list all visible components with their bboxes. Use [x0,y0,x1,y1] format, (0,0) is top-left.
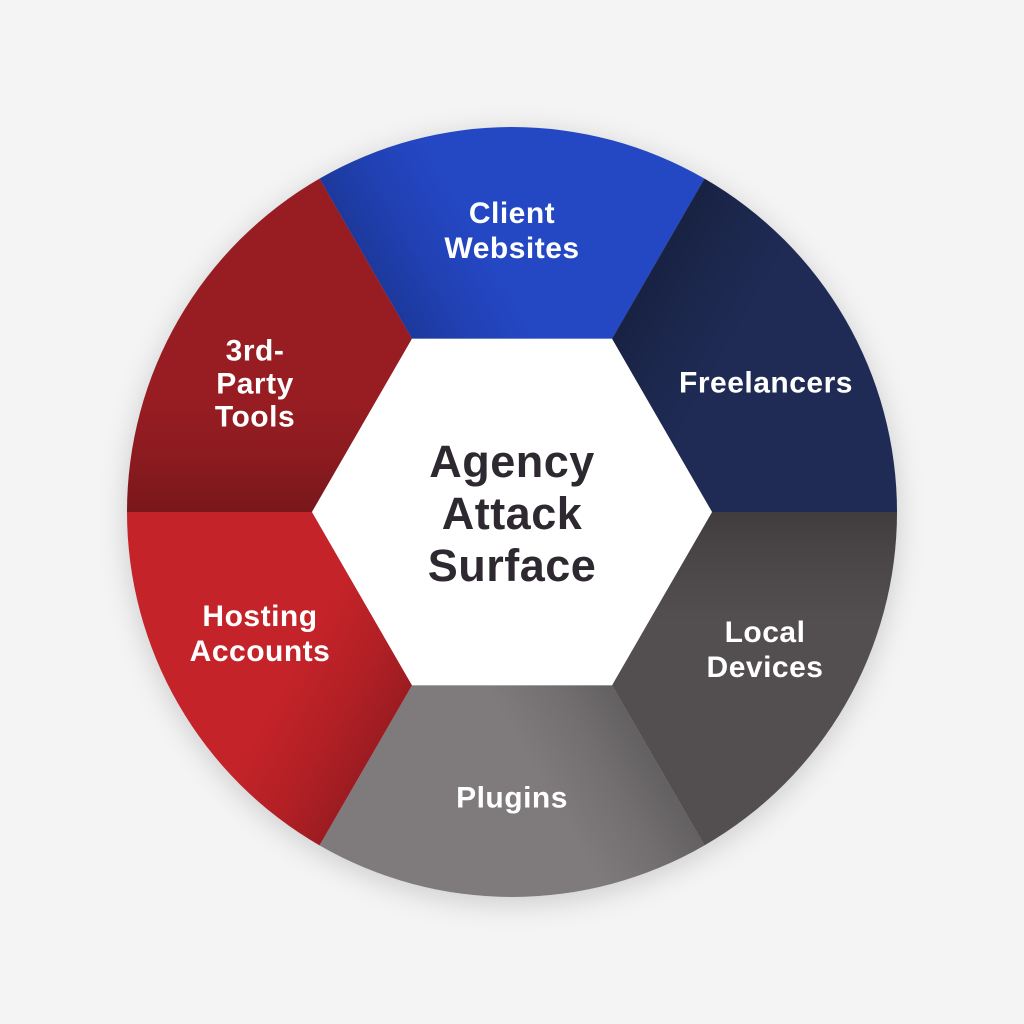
segment-label-3rd-party-tools: 3rd- Party Tools [214,334,296,434]
segment-label-local-devices: Local Devices [706,616,824,684]
segment-shadow-hosting-accounts [127,512,412,846]
center-hexagon [312,338,712,686]
segment-shadow-local-devices [612,512,897,846]
segment-shadow-3rd-party-tools [127,178,412,512]
diagram-center-title: Agency Attack Surface [427,436,597,591]
segment-label-hosting-accounts: Hosting Accounts [189,600,331,668]
segment-label-client-websites: Client Websites [444,197,580,265]
segment-shadow-client-websites [319,127,705,339]
segment-shadow-plugins [319,685,705,897]
segment-label-freelancers: Freelancers [679,366,853,400]
segment-shadow-freelancers [612,178,897,512]
segment-label-plugins: Plugins [456,781,568,815]
